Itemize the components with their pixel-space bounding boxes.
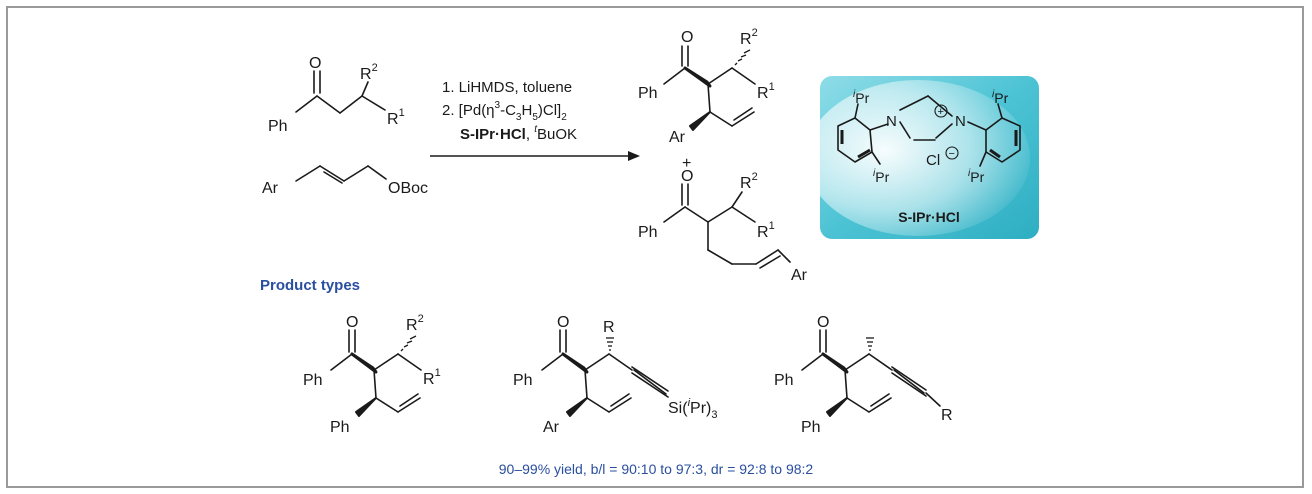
p1-r1: R1 xyxy=(423,367,441,388)
branched-ph: Ph xyxy=(638,85,658,102)
condition-step1: 1. LiHMDS, toluene xyxy=(442,79,572,96)
branched-r1: R1 xyxy=(757,81,775,102)
linear-r1: R1 xyxy=(757,220,775,241)
branched-r2: R2 xyxy=(740,27,758,48)
condition-step2: 2. [Pd(η3-C3H5)Cl]2 xyxy=(442,100,567,123)
product-branched: O Ph Ar R2 R1 xyxy=(638,27,775,146)
svg-text:+: + xyxy=(938,106,944,118)
ligand-chloride: Cl xyxy=(926,152,940,169)
figure-frame xyxy=(6,6,1304,488)
plus-sign: + xyxy=(682,155,691,172)
product-type-1: O Ph Ph R2 R1 xyxy=(303,313,441,436)
ligand-ipr-bottom-right: iPr xyxy=(968,168,985,185)
ligand-panel: N N + Cl − iPr iPr iPr iPr S-IPr·HCl xyxy=(806,76,1039,239)
p2-silyl: Si(iPr)3 xyxy=(668,397,717,421)
ketone-o: O xyxy=(309,55,321,72)
plus-charge-icon xyxy=(934,104,948,118)
p3-ph: Ph xyxy=(774,372,794,389)
minus-charge-icon xyxy=(945,146,959,160)
linear-r2: R2 xyxy=(740,171,758,192)
p2-o: O xyxy=(557,314,569,331)
p1-ph2: Ph xyxy=(330,419,350,436)
product-type-2: O Ph Ar R Si(iPr)3 xyxy=(513,314,717,436)
ligand-n-right: N xyxy=(955,113,966,130)
condition-step3: S-IPr·HCl, tBuOK xyxy=(460,124,577,143)
ligand-ipr-bottom-left: iPr xyxy=(873,168,890,185)
p2-ph: Ph xyxy=(513,372,533,389)
product-linear: O Ph R2 R1 Ar xyxy=(638,168,808,284)
linear-o: O xyxy=(681,168,693,185)
ligand-ipr-top-left: iPr xyxy=(853,89,870,106)
allyl-oboc: OBoc xyxy=(388,180,428,197)
p3-r: R xyxy=(941,407,953,424)
yield-summary: 90–99% yield, b/l = 90:10 to 97:3, dr = … xyxy=(499,461,814,477)
branched-ar: Ar xyxy=(669,129,686,146)
reactant-ketone: O Ph R2 R1 xyxy=(268,55,405,135)
linear-ar: Ar xyxy=(791,267,808,284)
p2-r: R xyxy=(603,319,615,336)
p1-r2: R2 xyxy=(406,313,424,334)
p3-o: O xyxy=(817,314,829,331)
ketone-r1: R1 xyxy=(387,107,405,128)
linear-ph: Ph xyxy=(638,224,658,241)
branched-o: O xyxy=(681,29,693,46)
p3-ph2: Ph xyxy=(801,419,821,436)
ketone-r2: R2 xyxy=(360,62,378,83)
p1-ph: Ph xyxy=(303,372,323,389)
ligand-label: S-IPr·HCl xyxy=(898,209,959,225)
reaction-conditions: 1. LiHMDS, toluene 2. [Pd(η3-C3H5)Cl]2 S… xyxy=(430,79,640,161)
svg-text:−: − xyxy=(949,148,955,160)
product-type-3: O Ph Ph R xyxy=(774,314,953,436)
ligand-ipr-top-right: iPr xyxy=(992,89,1009,106)
allyl-ar: Ar xyxy=(262,180,279,197)
product-types-heading: Product types xyxy=(260,277,360,294)
p1-o: O xyxy=(346,314,358,331)
ketone-ph: Ph xyxy=(268,118,288,135)
reaction-arrowhead xyxy=(628,151,640,161)
ligand-n-left: N xyxy=(886,113,897,130)
reactant-allyl-carbonate: Ar OBoc xyxy=(262,165,428,197)
p2-ar: Ar xyxy=(543,419,560,436)
